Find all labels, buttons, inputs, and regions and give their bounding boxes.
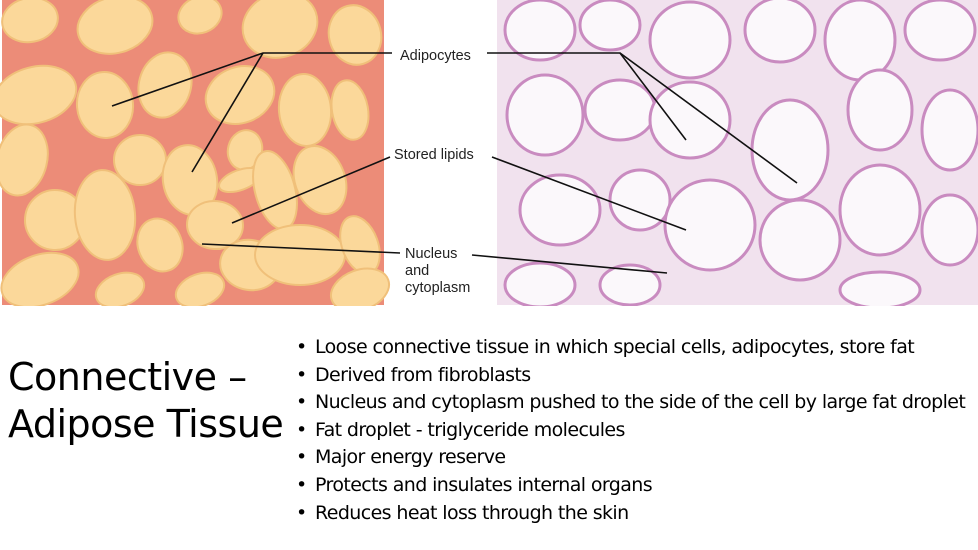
adipocyte-cell xyxy=(177,0,223,35)
slide-title: Connective – Adipose Tissue xyxy=(8,354,284,448)
bullet-item: • Nucleus and cytoplasm pushed to the sid… xyxy=(296,389,966,417)
adipocyte-cell xyxy=(329,267,391,306)
micrograph-cell xyxy=(750,98,830,202)
adipocyte-cell xyxy=(292,145,348,215)
adipocyte-cell xyxy=(137,51,193,119)
micrograph-cell xyxy=(920,193,978,267)
micrograph-cell xyxy=(903,0,977,62)
micrograph-cell xyxy=(598,263,662,306)
title-line-1: Connective – xyxy=(8,355,247,399)
adipocyte-cell xyxy=(254,224,346,286)
micrograph-cell xyxy=(518,173,602,247)
adipocyte-cell xyxy=(75,71,135,139)
bullet-text: Reduces heat loss through the skin xyxy=(315,501,629,524)
bullet-text: Protects and insulates internal organs xyxy=(315,473,653,496)
micrograph-cell xyxy=(505,73,585,157)
adipocyte-cell xyxy=(174,271,226,306)
bullet-item: • Protects and insulates internal organs xyxy=(296,472,965,500)
adipocyte-cell xyxy=(76,0,154,55)
adipocyte-cell xyxy=(0,64,78,126)
adipocyte-cell xyxy=(241,0,319,59)
adipocyte-cell xyxy=(327,4,383,66)
bullet-item: • Loose connective tissue in which specia… xyxy=(296,334,965,362)
bullet-icon: • xyxy=(296,473,307,496)
label-nucleus-line1: Nucleus xyxy=(405,246,458,262)
micrograph-cell xyxy=(838,270,922,306)
bullet-icon: • xyxy=(296,336,307,358)
micrograph-cell xyxy=(758,198,842,282)
adipocyte-cell xyxy=(73,169,137,261)
micrograph-cell xyxy=(608,168,672,232)
micrograph-cell xyxy=(578,0,642,52)
label-nucleus-cytoplasm: Nucleus and cytoplasm xyxy=(405,246,470,297)
adipose-tissue-figure xyxy=(0,0,978,306)
label-nucleus-line2: and xyxy=(405,263,430,279)
micrograph-cell xyxy=(743,0,817,64)
adipocyte-cell xyxy=(0,251,80,306)
bullet-item: • Fat droplet - triglyceride molecules xyxy=(296,417,965,445)
label-adipocytes: Adipocytes xyxy=(400,48,471,64)
bullet-list: • Loose connective tissue in which specia… xyxy=(296,334,966,528)
adipocyte-cell xyxy=(113,134,167,186)
micrograph-cell xyxy=(583,78,657,142)
micrograph-cell xyxy=(503,261,577,306)
adipocyte-cell xyxy=(136,217,184,273)
micrograph-cell xyxy=(648,0,732,80)
adipocyte-cell xyxy=(0,123,49,197)
micrograph-cell xyxy=(920,88,978,172)
bullet-icon: • xyxy=(296,418,307,441)
bullet-item: • Derived from fibroblasts xyxy=(296,362,965,390)
leader-lines xyxy=(111,52,798,274)
adipocyte-cell xyxy=(204,65,276,125)
micrograph-adipose xyxy=(497,0,978,306)
micrograph-cell xyxy=(846,68,914,152)
micrograph-cell xyxy=(663,178,757,272)
adipocyte-cell xyxy=(1,0,59,44)
bullet-icon: • xyxy=(296,363,307,386)
micrograph-cell xyxy=(823,0,897,82)
bullet-text: Derived from fibroblasts xyxy=(315,363,531,386)
label-nucleus-line3: cytoplasm xyxy=(405,280,471,296)
bullet-text: Fat droplet - triglyceride molecules xyxy=(315,418,625,441)
adipocyte-cell xyxy=(94,271,146,306)
bullet-text: Major energy reserve xyxy=(315,446,506,469)
bullet-item: • Reduces heat loss through the skin xyxy=(296,500,965,528)
bullet-icon: • xyxy=(296,391,307,414)
adipocyte-cell xyxy=(186,199,244,251)
bullet-text: Loose connective tissue in which special… xyxy=(315,336,915,358)
title-line-2: Adipose Tissue xyxy=(8,402,284,446)
label-stored-lipids: Stored lipids xyxy=(394,147,474,163)
bullet-icon: • xyxy=(296,501,307,524)
illustration-adipose xyxy=(0,0,391,306)
bullet-text: Nucleus and cytoplasm pushed to the side… xyxy=(315,391,966,414)
micrograph-cell xyxy=(503,0,577,62)
adipocyte-cell xyxy=(330,79,370,141)
micrograph-cell xyxy=(838,163,922,257)
bullet-item: • Major energy reserve xyxy=(296,444,965,472)
micrograph-cell xyxy=(648,80,732,160)
bullet-icon: • xyxy=(296,446,307,469)
